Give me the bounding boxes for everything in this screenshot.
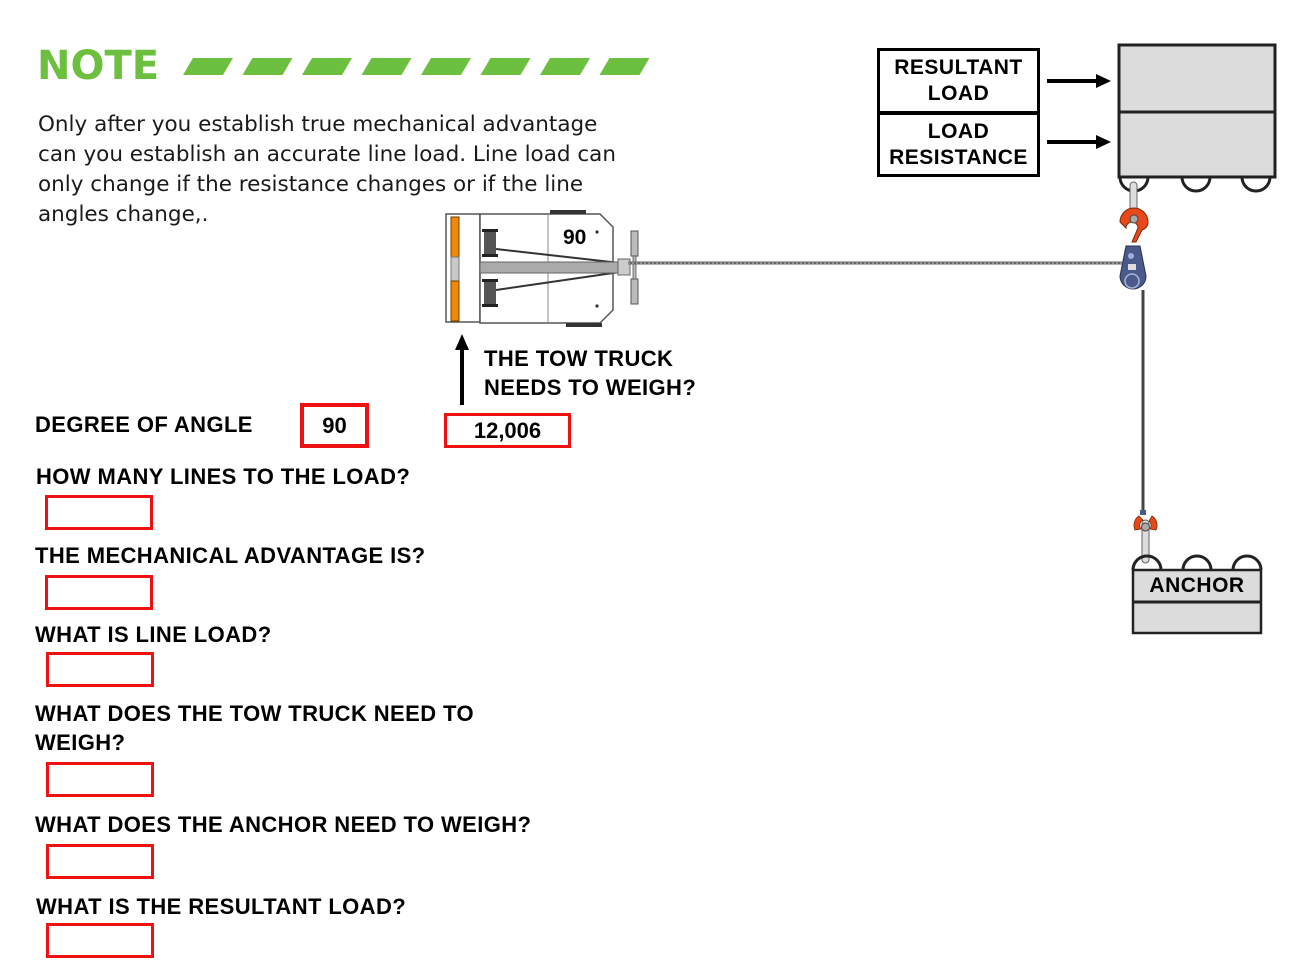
truck-light-lower bbox=[450, 280, 460, 322]
note-stripe bbox=[242, 58, 293, 75]
answer-tow-truck-weight[interactable] bbox=[46, 762, 154, 797]
tow-truck-callout: THE TOW TRUCK NEEDS TO WEIGH? bbox=[484, 346, 697, 400]
hook-icon bbox=[1133, 515, 1144, 531]
load-resistance-label: LOAD RESISTANCE bbox=[877, 112, 1040, 177]
answer-lines-to-load[interactable] bbox=[45, 495, 153, 530]
degree-of-angle-box[interactable]: 90 bbox=[300, 403, 369, 448]
note-stripe bbox=[421, 58, 471, 75]
degree-of-angle-label: DEGREE OF ANGLE bbox=[35, 412, 253, 437]
anchor-hook bbox=[1133, 510, 1158, 564]
answer-anchor-weight[interactable] bbox=[46, 844, 154, 879]
note-stripe bbox=[599, 58, 650, 75]
answer-line-load[interactable] bbox=[46, 652, 154, 687]
winch-drum-upper bbox=[484, 229, 496, 257]
tow-truck bbox=[445, 210, 639, 327]
load-resistance-text: LOAD RESISTANCE bbox=[889, 119, 1028, 169]
question-tow-truck-weight: WHAT DOES THE TOW TRUCK NEED TO WEIGH? bbox=[35, 701, 474, 755]
arrow-tow-truck-up bbox=[455, 334, 469, 405]
arrow-load-resistance bbox=[1047, 135, 1111, 149]
anchor-block bbox=[1131, 554, 1263, 635]
question-mechanical-advantage: THE MECHANICAL ADVANTAGE IS? bbox=[35, 543, 426, 568]
truck-angle-label: 90 bbox=[563, 226, 587, 249]
question-resultant-load: WHAT IS THE RESULTANT LOAD? bbox=[36, 894, 407, 919]
note-stripe bbox=[183, 58, 233, 75]
question-anchor-weight: WHAT DOES THE ANCHOR NEED TO WEIGH? bbox=[35, 812, 532, 837]
hook-icon bbox=[1119, 207, 1149, 243]
note-stripe bbox=[540, 58, 590, 75]
tow-truck-weight-box[interactable]: 12,006 bbox=[444, 413, 571, 448]
note-stripe bbox=[480, 58, 531, 75]
note-stripe bbox=[361, 58, 412, 75]
note-stripe bbox=[302, 58, 352, 75]
answer-mechanical-advantage[interactable] bbox=[45, 575, 153, 610]
load-lug bbox=[1240, 176, 1272, 193]
resultant-load-text: RESULTANT LOAD bbox=[894, 56, 1023, 105]
truck-light-upper bbox=[450, 216, 460, 258]
winch-drum-lower bbox=[484, 279, 496, 307]
note-title: NOTE bbox=[37, 43, 160, 89]
load-block bbox=[1117, 43, 1277, 193]
resultant-load-label: RESULTANT LOAD bbox=[877, 48, 1040, 114]
answer-resultant-load[interactable] bbox=[46, 923, 154, 958]
note-body: Only after you establish true mechanical… bbox=[38, 112, 616, 227]
arrow-resultant-load bbox=[1047, 74, 1111, 88]
note-stripe-divider bbox=[183, 58, 650, 75]
question-lines-to-load: HOW MANY LINES TO THE LOAD? bbox=[36, 464, 411, 489]
question-line-load: WHAT IS LINE LOAD? bbox=[35, 622, 272, 647]
load-lug bbox=[1180, 176, 1212, 193]
load-hook-and-snatch-block bbox=[1119, 181, 1149, 290]
anchor-label: ANCHOR bbox=[1149, 574, 1245, 597]
